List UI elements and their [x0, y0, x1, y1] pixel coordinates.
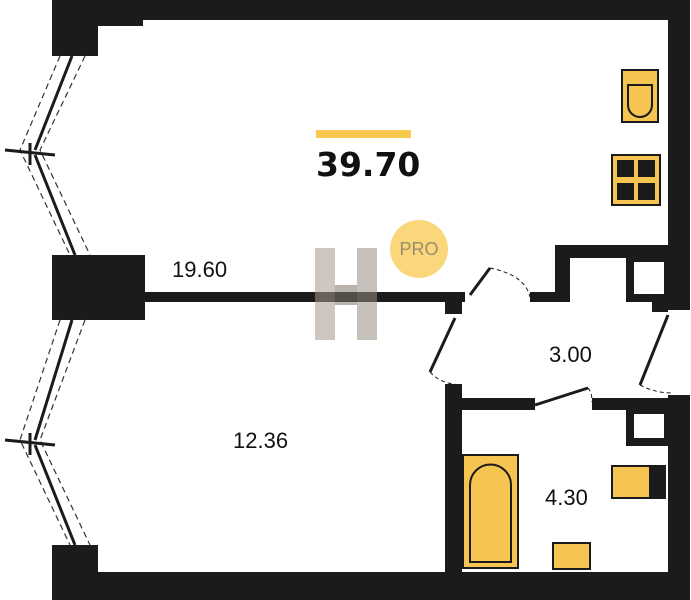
- toilet-icon: [611, 465, 651, 499]
- room-area-label: 19.60: [172, 257, 228, 282]
- doors: [428, 267, 673, 407]
- pro-badge: PRO: [390, 220, 448, 278]
- logo-watermark: [315, 248, 377, 340]
- room-2-area-label: 12.36: [233, 428, 289, 453]
- bathtub-icon: [462, 454, 519, 569]
- bathroom-area-label: 4.30: [545, 485, 588, 510]
- hallway-area-label: 3.00: [549, 342, 592, 367]
- accent-bar: [316, 130, 411, 138]
- total-area: 39.70: [316, 145, 421, 184]
- bathroom-sink-icon: [552, 542, 591, 570]
- fixtures: [462, 69, 666, 570]
- walls: [52, 0, 690, 600]
- window-frames: [4, 55, 77, 546]
